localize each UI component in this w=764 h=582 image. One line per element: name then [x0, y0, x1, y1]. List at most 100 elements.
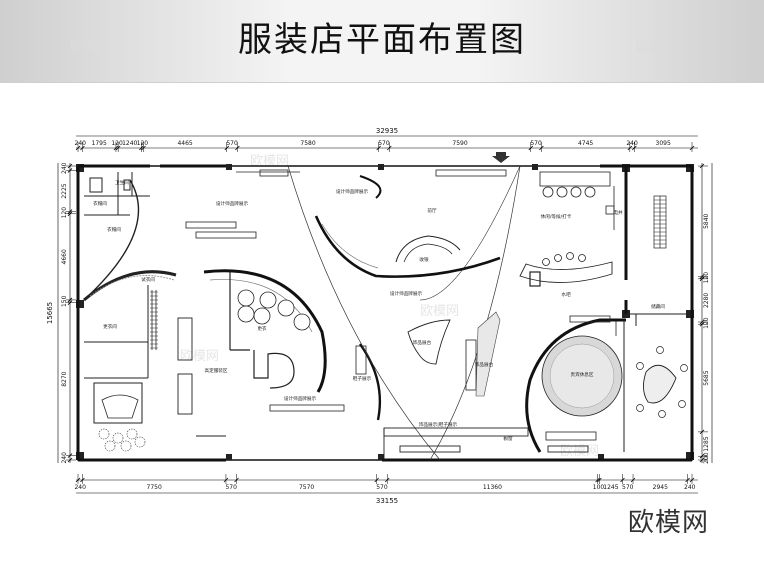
- left-total-dimension: 15665: [46, 302, 54, 324]
- staircase: [653, 195, 667, 249]
- right-dimension-label: 2280: [703, 293, 710, 308]
- top-dimension-label: 1240: [122, 140, 137, 147]
- bottom-dimension-label: 1245: [603, 484, 618, 491]
- label-design-bottom: 设计师品牌展示: [284, 395, 317, 402]
- room-labels: 卫生间 衣帽间 衣帽间 试衣间 更衣间 高定服装区 设计师品牌展示 设计师品牌展…: [93, 179, 665, 442]
- vip-partition: [525, 318, 626, 453]
- label-hall: 前厅: [427, 207, 437, 214]
- thick-walls: [76, 164, 694, 462]
- label-vip: 贵宾休息区: [571, 371, 594, 378]
- left-dimension-label: 150: [61, 295, 68, 307]
- lounge-chair-icon: [542, 186, 554, 198]
- bottom-dimension-label: 240: [74, 484, 86, 491]
- bottom-dimension-label: 11360: [483, 484, 502, 491]
- label-hanger: 衣帽间: [93, 200, 107, 207]
- hanger-curve-inner: [89, 275, 175, 297]
- bottom-dimension-label: 570: [622, 484, 634, 491]
- outer-walls: [77, 165, 693, 461]
- bottom-display-strip: [383, 427, 589, 460]
- label-design-top-left: 设计师品牌展示: [216, 200, 249, 207]
- bottom-dimension-label: 100: [593, 484, 605, 491]
- cashier-counter: [395, 235, 461, 263]
- label-accessory: 鞋子展示: [353, 375, 372, 382]
- bar-stools: [542, 252, 586, 266]
- hanger-curve: [83, 270, 177, 302]
- top-dimension-label: 3095: [656, 140, 671, 147]
- label-display-right: 饰品展台: [475, 361, 494, 368]
- top-dimension-label: 4745: [578, 140, 593, 147]
- bottom-dimension-label: 7750: [147, 484, 162, 491]
- chair-icon: [680, 364, 688, 372]
- top-dimension-label: 570: [530, 140, 542, 147]
- chair-icon: [678, 400, 686, 408]
- right-dimension-label: 5685: [703, 370, 710, 385]
- label-restroom: 卫生间: [115, 179, 129, 186]
- left-dimension-label: 4660: [61, 249, 68, 264]
- lounge-chair-icon: [570, 186, 582, 198]
- right-dimension-label: 120: [703, 272, 710, 284]
- background-watermark: 欧模网: [560, 444, 600, 459]
- dressing-rooms: [84, 285, 149, 424]
- restroom-walls: [84, 172, 150, 216]
- top-total-dimension: 32935: [376, 127, 398, 135]
- top-dimension-label: 7580: [300, 140, 315, 147]
- dressing-booth: [229, 272, 295, 389]
- top-dimension-ticks: [75, 142, 695, 152]
- right-dimension-ticks: [698, 163, 708, 463]
- background-watermark: 欧模网: [420, 304, 460, 319]
- right-dimension-label: 1285: [703, 436, 710, 451]
- bar-stool-icon: [554, 254, 562, 262]
- page-title: 服装店平面布置图: [238, 20, 526, 60]
- left-dimension-label: 120: [61, 207, 68, 219]
- top-display-strip: [435, 169, 507, 177]
- plant-icon: [134, 436, 146, 448]
- chair-icon: [656, 346, 664, 354]
- bottom-dimension-label: 7570: [299, 484, 314, 491]
- seating-area: [539, 171, 615, 230]
- left-dimension-lines: [57, 163, 71, 463]
- bar-stool-icon: [578, 254, 586, 262]
- top-display-strip-2: [259, 169, 289, 177]
- label-laundry: 衣帽间: [107, 226, 121, 233]
- seating-chairs: [542, 186, 596, 198]
- top-dimension-label: 1795: [92, 140, 107, 147]
- round-display-table: [293, 313, 311, 331]
- label-dressing: 试衣间: [141, 276, 155, 283]
- plant-icon: [120, 440, 132, 452]
- bottom-total-dimension: 33155: [376, 497, 398, 505]
- sofa-set: [101, 394, 139, 419]
- round-display-tables: [237, 289, 311, 331]
- hall-curve: [314, 215, 501, 278]
- bar-stool-icon: [542, 258, 550, 266]
- wall-columns: [76, 164, 694, 460]
- top-dimension-label: 570: [378, 140, 390, 147]
- design-display-top-left: [185, 171, 300, 239]
- left-dimension-ticks: [66, 163, 76, 463]
- label-showcase2: 橱窗: [503, 435, 513, 442]
- left-dimension-label: 240: [61, 452, 68, 464]
- bar-stool-icon: [566, 252, 574, 260]
- bottom-dimension-ticks: [75, 474, 695, 484]
- left-dimension-label: 2225: [61, 183, 68, 198]
- vip-carpet-inner: [549, 343, 615, 409]
- right-dimension-lines: [701, 163, 713, 463]
- label-electric: 电井: [613, 209, 623, 216]
- cashier-counter-inner: [403, 243, 453, 263]
- top-dimension-label: 120: [137, 140, 149, 147]
- label-wc-small: 更衣: [257, 325, 267, 332]
- bottom-dimension-label: 570: [225, 484, 237, 491]
- stair-steps: [654, 199, 666, 245]
- chair-icon: [658, 410, 666, 418]
- lounge-chair-icon: [584, 186, 596, 198]
- header-watermark-right: 欧模网: [636, 40, 673, 54]
- top-display-curve: [359, 175, 382, 199]
- header-watermark-left: 欧模网: [70, 40, 107, 54]
- label-seating: 休闲/等候/打卡: [541, 213, 572, 220]
- label-showcase: 饰品展台: [413, 339, 432, 346]
- plant-icon: [126, 428, 138, 440]
- chair-icon: [636, 404, 644, 412]
